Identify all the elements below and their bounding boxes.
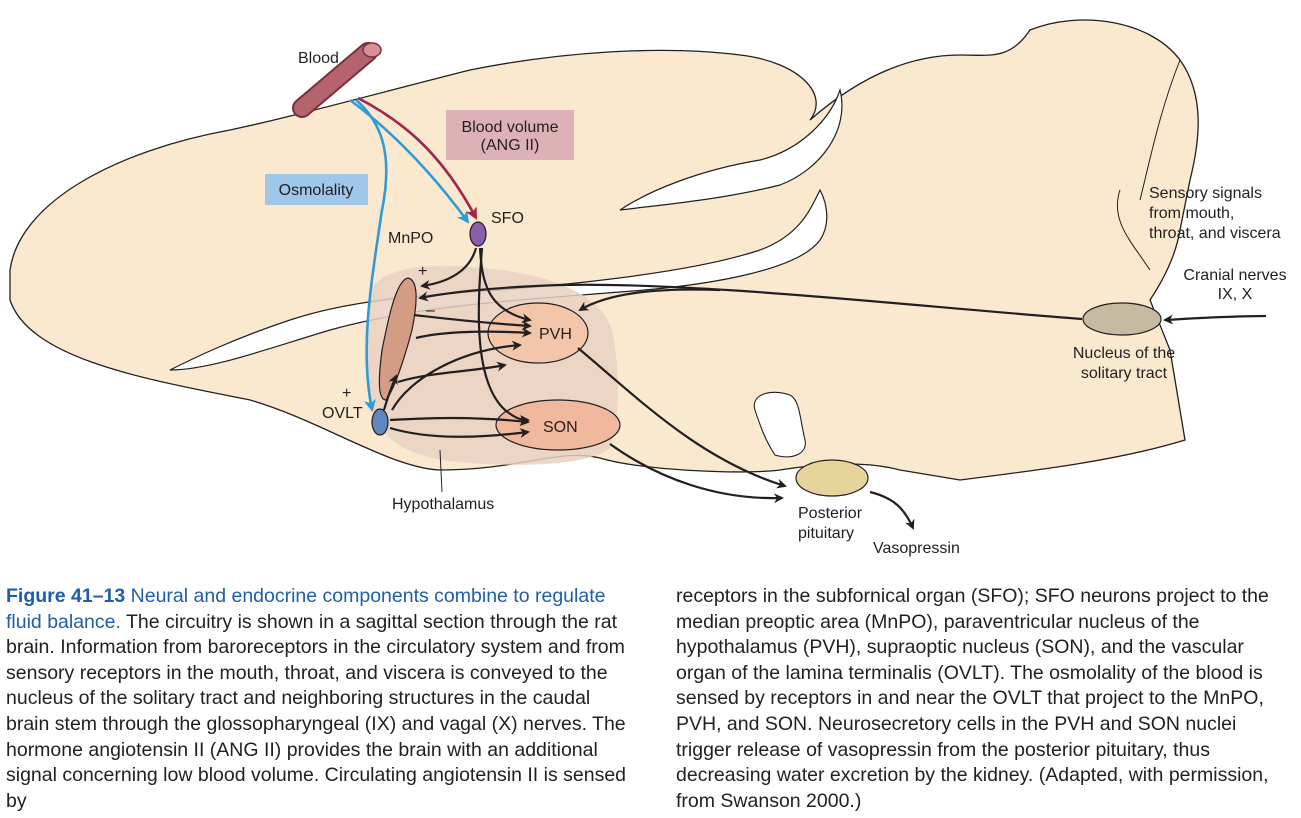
brain-outline [9,19,1199,481]
label-sensory-3: throat, and viscera [1149,225,1281,242]
label-minus-mnpo: – [426,302,435,319]
nts-to-pvh-arrow [578,288,721,312]
label-blood-volume-1: Blood volume [462,119,559,136]
label-cranial-2: IX, X [1218,286,1253,303]
mnpo-to-pvh-arrow-2 [415,327,532,340]
blood-vessel-icon [292,42,382,118]
pituitary-notch [753,391,806,458]
caption-right-body: receptors in the subfornical organ (SFO)… [676,585,1269,812]
ovlt-to-son-arrow-1 [389,416,530,427]
blood-volume-box [446,110,574,160]
pvh-nucleus [487,302,589,364]
caption-right-column: receptors in the subfornical organ (SFO)… [676,584,1296,814]
osmolality-arrow-to-sfo [349,98,470,224]
label-sensory-1: Sensory signals [1149,185,1262,202]
nts-nucleus [1082,302,1162,336]
label-pvh: PVH [539,326,572,343]
sfo-nucleus [469,221,487,247]
label-son: SON [543,419,578,436]
ovlt-to-son-arrow-2 [389,426,530,438]
label-blood-volume-2: (ANG II) [481,137,540,154]
son-to-pituitary-arrow [609,443,784,504]
osmolality-arrow-to-ovlt [355,99,388,412]
nts-to-mnpo-arrow [418,283,1083,321]
cerebellum-notch [619,87,843,211]
pituitary-to-vasopressin-arrow [869,490,915,530]
label-hypothalamus: Hypothalamus [392,496,494,513]
label-posterior-1: Posterior [798,505,863,522]
mnpo-to-son-arrow [397,361,507,384]
figure-label: Figure 41–13 [6,585,126,607]
cranial-to-nts-arrow [1163,314,1267,325]
mnpo-to-pvh-arrow-1 [413,313,532,331]
label-ovlt: OVLT [322,405,363,422]
label-blood: Blood [298,50,339,67]
sfo-to-mnpo-arrow [420,247,478,290]
label-posterior-2: pituitary [798,525,854,542]
label-plus-mnpo: + [418,263,427,280]
label-sfo: SFO [491,210,524,227]
label-cranial-1: Cranial nerves [1183,267,1286,284]
caption-left-column: Figure 41–13 Neural and endocrine compon… [6,584,638,814]
pvh-to-pituitary-arrow [577,347,787,489]
label-nts-2: solitary tract [1081,365,1168,382]
label-sensory-2: from mouth, [1149,205,1234,222]
label-plus-ovlt: + [342,385,351,402]
label-mnpo: MnPO [388,230,433,247]
posterior-pituitary [795,459,869,497]
blood-volume-arrow-to-sfo [357,96,478,220]
label-nts-1: Nucleus of the [1073,345,1175,362]
label-osmolality: Osmolality [279,182,354,199]
ovlt-nucleus [371,408,389,436]
brain-circuit-diagram: Blood Blood volume (ANG II) Osmolality S… [9,19,1287,557]
label-vasopressin: Vasopressin [873,540,960,557]
ovlt-to-mnpo-arrow [382,374,398,411]
ovlt-to-pvh-arrow [391,340,522,411]
osmolality-box [265,174,368,205]
figure-title: Neural and endocrine components combine … [6,585,606,633]
hypothalamus-pointer [439,449,443,493]
cerebellum-folia [1116,59,1181,271]
caption-left-body: The circuitry is shown in a sagittal sec… [6,610,627,812]
